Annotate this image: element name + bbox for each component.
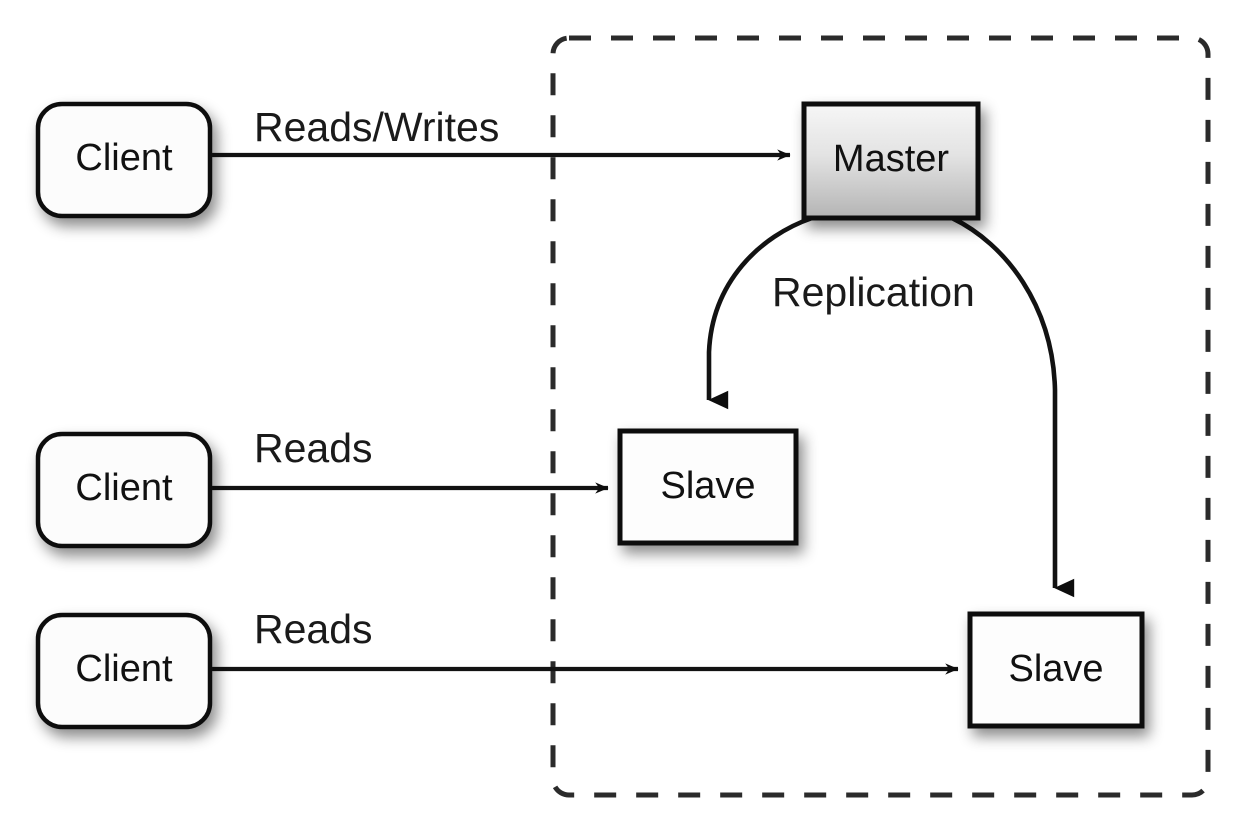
node-client-2[interactable]: Client bbox=[35, 431, 213, 549]
node-client-1-shape[interactable] bbox=[35, 101, 213, 219]
node-slave-1-label: Slave bbox=[660, 465, 755, 507]
node-client-2-shape[interactable] bbox=[35, 431, 213, 549]
node-slave-1-shape[interactable] bbox=[617, 428, 799, 546]
node-client-1[interactable]: Client bbox=[35, 101, 213, 219]
node-master[interactable]: Master bbox=[801, 101, 981, 221]
database-cluster-boundary bbox=[550, 35, 1211, 798]
node-client-3-label: Client bbox=[75, 648, 173, 690]
edge-curve-replication-left bbox=[706, 215, 813, 410]
node-client-2-label: Client bbox=[75, 467, 173, 509]
node-client-3[interactable]: Client bbox=[35, 612, 213, 730]
edge-label-reads-bottom: Reads bbox=[254, 606, 373, 652]
edge-label-replication: Replication bbox=[772, 269, 975, 315]
edge-curve-replication-right bbox=[951, 215, 1075, 598]
node-client-1-label: Client bbox=[75, 137, 173, 179]
node-client-3-shape[interactable] bbox=[35, 612, 213, 730]
node-master-shape[interactable] bbox=[801, 101, 981, 221]
edge-replication-left bbox=[706, 215, 813, 410]
node-slave-2-label: Slave bbox=[1008, 648, 1103, 690]
edge-label-reads-top: Reads bbox=[254, 425, 373, 471]
node-master-label: Master bbox=[833, 138, 949, 180]
edge-label-reads-writes: Reads/Writes bbox=[254, 104, 499, 150]
node-slave-2-shape[interactable] bbox=[967, 611, 1145, 729]
node-slave-1[interactable]: Slave bbox=[617, 428, 799, 546]
node-slave-2[interactable]: Slave bbox=[967, 611, 1145, 729]
edge-replication-right bbox=[951, 215, 1075, 598]
